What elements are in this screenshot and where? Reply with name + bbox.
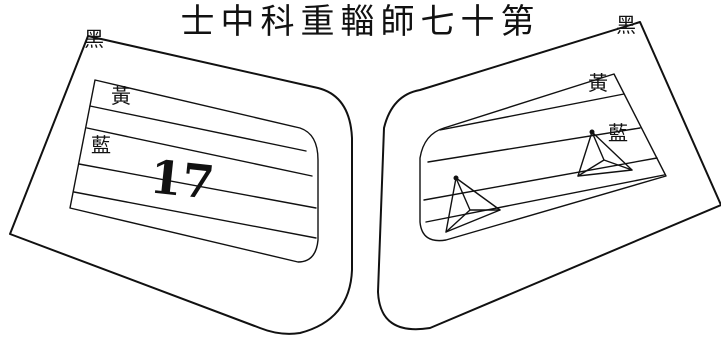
left-stripe-label-yellow: 黃 <box>111 84 131 108</box>
left-stripe-divider-4 <box>73 191 317 239</box>
right-stripe-label-yellow: 黃 <box>588 71 608 95</box>
left-tab-outline <box>9 35 353 335</box>
left-stripe-divider-1 <box>89 105 307 152</box>
right-stripe-label-blue: 藍 <box>608 121 628 145</box>
right-tab-inner-panel <box>419 73 667 242</box>
left-tab-inner-panel <box>69 79 319 263</box>
right-stripe-divider-2 <box>427 127 641 163</box>
right-collar-tab: 黑 黃 藍 <box>377 13 721 331</box>
left-outer-label: 黑 <box>84 27 104 51</box>
left-stripe-divider-2 <box>86 127 313 177</box>
left-stripe-divider-3 <box>78 163 317 209</box>
right-tab-outline <box>377 21 721 331</box>
right-stripe-divider-3 <box>423 157 658 201</box>
left-stripe-label-blue: 藍 <box>91 133 111 157</box>
page-title: 士中科重輜師七十第 <box>180 2 541 42</box>
star-pip-icon <box>577 129 633 177</box>
left-collar-tab: 黑 黃 藍 17 <box>9 27 353 335</box>
left-unit-number: 17 <box>147 150 216 210</box>
star-pip-icon <box>445 175 501 233</box>
right-stripe-divider-1 <box>439 93 625 131</box>
right-outer-label: 黑 <box>616 13 636 37</box>
